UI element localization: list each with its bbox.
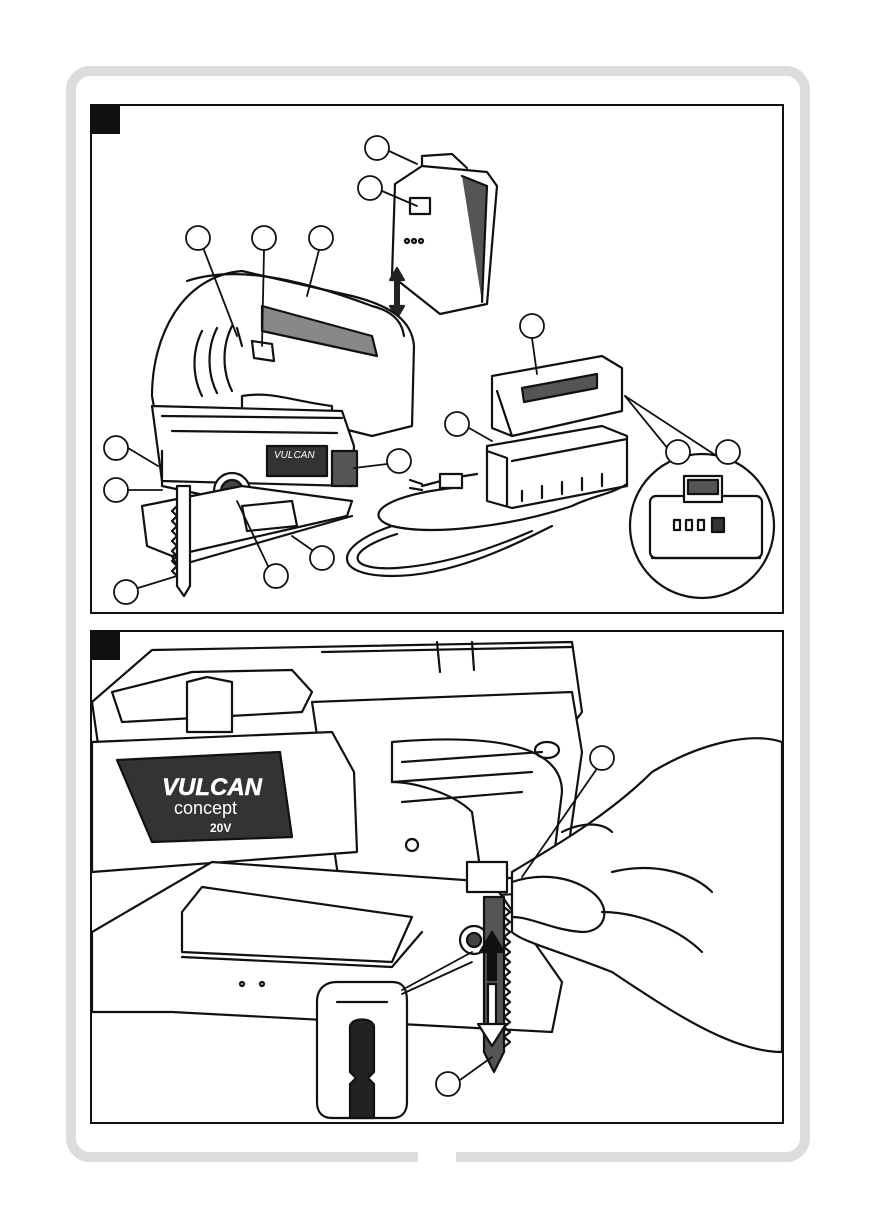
battery-on-charger (492, 356, 622, 436)
figure-panel-a: VULCAN (90, 104, 784, 614)
logo-subtitle: concept (174, 798, 237, 818)
panel-a-tool-brand: VULCAN (274, 450, 315, 461)
panel-a-corner-marker (92, 106, 120, 134)
charger-detail-zoom (630, 454, 774, 598)
jigsaw-body (152, 271, 414, 501)
logo-brand: VULCAN (162, 774, 263, 801)
panel-a-illustration: VULCAN (92, 106, 782, 612)
battery-pack (392, 154, 497, 314)
logo-badge: 20V (210, 821, 231, 835)
panel-b-illustration: VULCAN concept 20V (92, 632, 782, 1122)
charger (487, 426, 627, 508)
frame-gap (418, 1150, 456, 1166)
panel-b-corner-marker (92, 632, 120, 660)
figure-panel-b: VULCAN concept 20V (90, 630, 784, 1124)
